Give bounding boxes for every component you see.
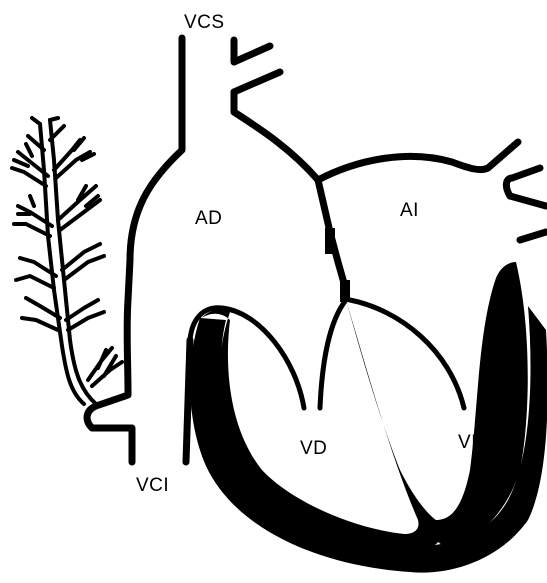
label-vi: VI — [458, 432, 477, 454]
label-ai: AI — [400, 200, 419, 222]
vena-cava-superior-left-wall — [87, 38, 182, 462]
right-av-valve-top — [320, 300, 346, 408]
septum-node-upper — [325, 228, 335, 254]
left-atrium-right-wall — [506, 178, 512, 196]
label-vd: VD — [300, 438, 327, 460]
left-av-valve-top — [350, 300, 464, 408]
left-atrium-top-wall — [318, 142, 518, 180]
label-vci: VCI — [136, 475, 169, 497]
vena-cava-inferior-right-wall — [186, 340, 190, 462]
vena-cava-superior-right-wall — [234, 40, 270, 62]
venous-tree — [12, 118, 122, 404]
pulmonary-vein-bottom — [520, 232, 546, 240]
aorta-wall — [234, 92, 318, 180]
pulmonary-vein-lower — [510, 196, 546, 206]
label-vcs: VCS — [184, 12, 225, 34]
label-ad: AD — [195, 208, 222, 230]
pulmonary-vein-upper — [512, 168, 540, 178]
vessel-branch-upper — [234, 72, 280, 92]
